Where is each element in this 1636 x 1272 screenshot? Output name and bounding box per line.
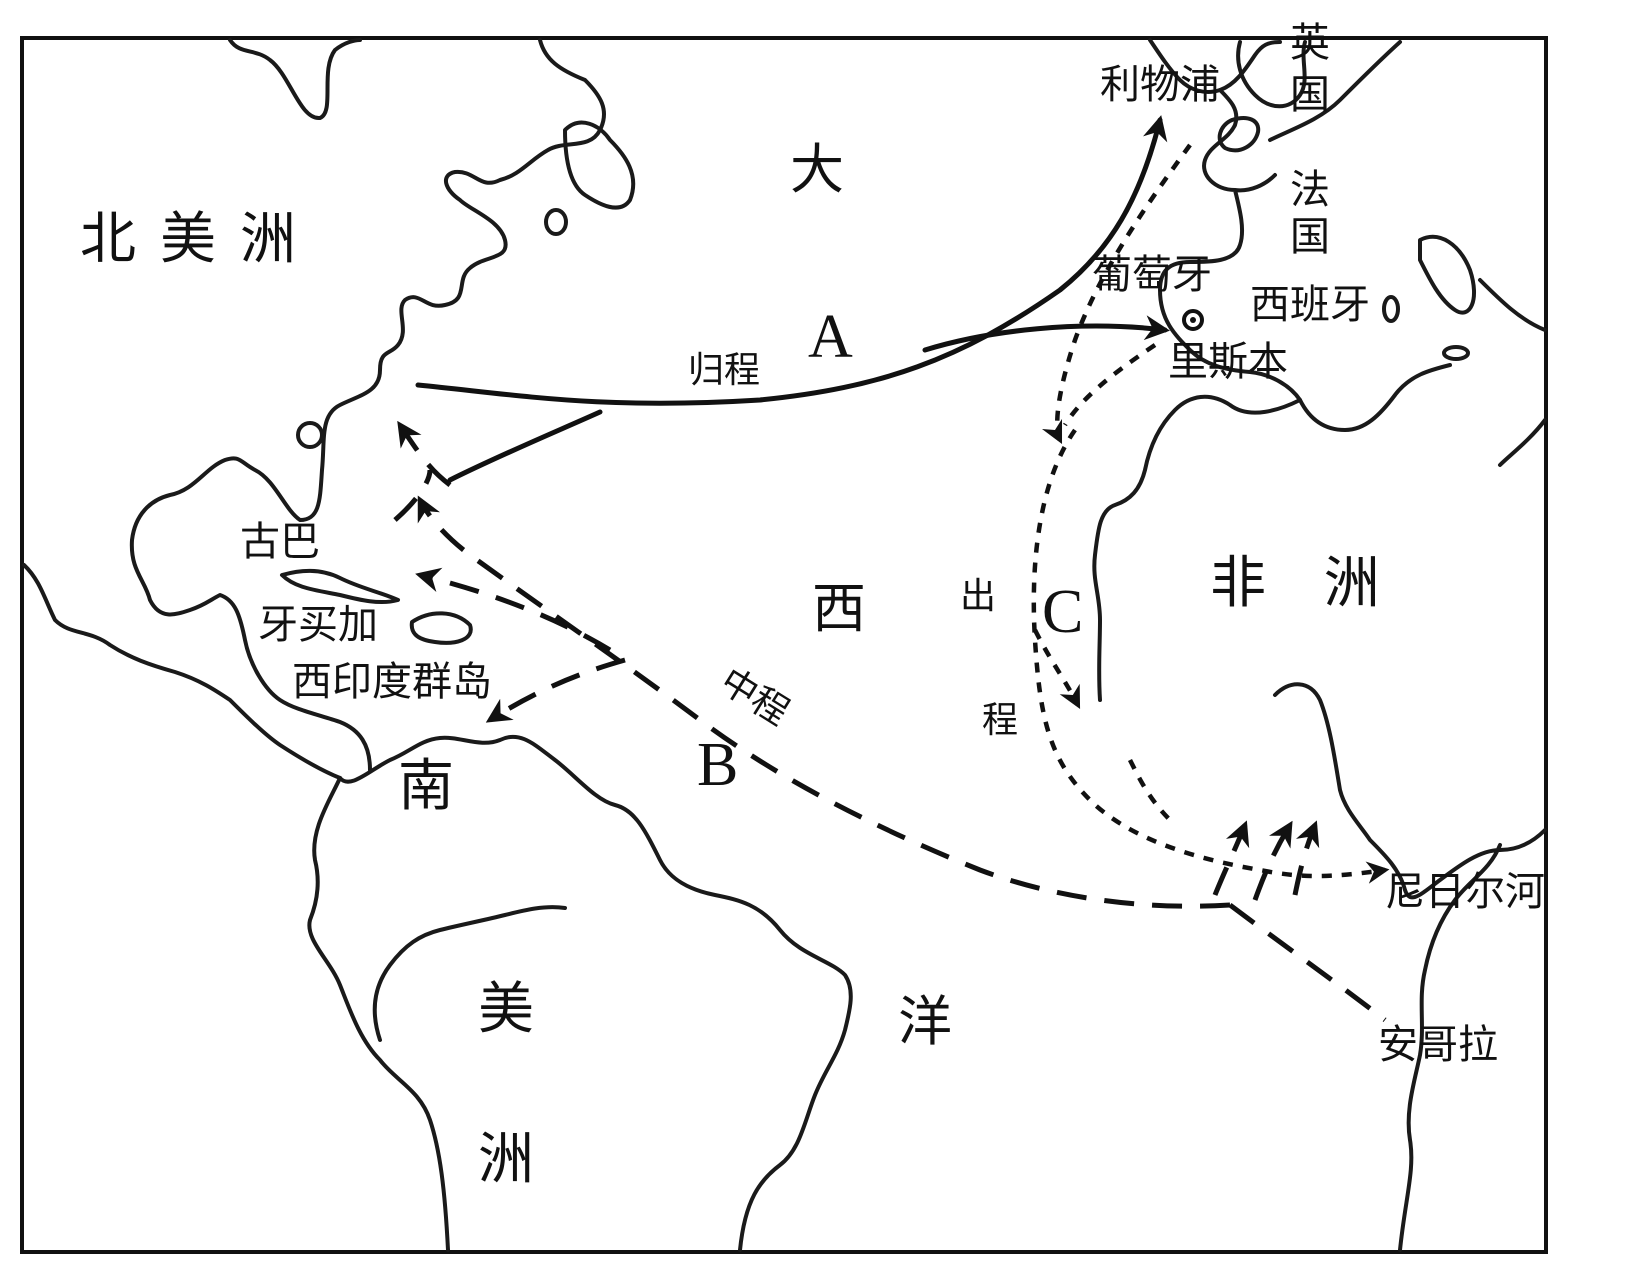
route-b-main <box>417 495 1231 909</box>
route-b-cuba-arrow <box>415 567 612 653</box>
label-jamaica: 牙买加 <box>258 602 378 648</box>
label-ocean-da: 大 <box>790 138 844 201</box>
island-corsica <box>1382 295 1400 323</box>
route-b-to-north <box>393 469 433 522</box>
label-liverpool: 利物浦 <box>1100 62 1220 108</box>
label-north-america: 北美洲 <box>80 207 320 272</box>
label-spain: 西班牙 <box>1250 282 1370 328</box>
label-portugal: 葡萄牙 <box>1092 252 1212 298</box>
route-b-origin-arrow-1 <box>1212 820 1250 896</box>
route-a-name: 归程 <box>688 350 760 391</box>
label-africa: 非 洲 <box>1210 551 1400 616</box>
lisbon-marker-dot <box>1190 317 1196 323</box>
route-c-letter: C <box>1042 578 1083 646</box>
island-newfoundland <box>563 120 636 210</box>
island-sardinia <box>1442 345 1470 361</box>
route-c-lisbon-down <box>1063 343 1157 427</box>
route-b-origin-arrow-3 <box>1292 820 1320 896</box>
label-france-2: 国 <box>1290 214 1330 260</box>
label-ocean-xi: 西 <box>812 577 866 640</box>
route-c-arrow-down <box>1032 628 1081 709</box>
north-america-coast <box>129 38 606 772</box>
label-niger-river: 尼日尔河 <box>1385 869 1545 915</box>
map-frame <box>20 36 1548 1254</box>
label-lisbon: 里斯本 <box>1168 339 1288 385</box>
route-b-origin-arrow-2 <box>1252 820 1293 901</box>
italy-coast <box>1418 234 1476 315</box>
south-america-inner <box>372 905 567 1042</box>
route-a-letter: A <box>808 303 853 371</box>
europe-coast <box>1148 38 1452 432</box>
south-america-coast <box>307 734 853 1252</box>
mediterranean-north <box>1478 278 1547 332</box>
route-a-lisbon-branch <box>922 315 1170 353</box>
route-c-name-2: 程 <box>982 700 1018 741</box>
route-c-name-1: 出 <box>960 576 996 617</box>
west-coast-central-america <box>22 563 342 780</box>
island-small <box>544 208 568 236</box>
label-south-america-3: 洲 <box>478 1127 534 1192</box>
label-south-america-1: 南 <box>398 754 454 819</box>
route-b-angola <box>1228 902 1387 1022</box>
label-angola: 安哥拉 <box>1378 1022 1498 1068</box>
route-c-lower-loop <box>1127 758 1172 822</box>
route-b-westindies-arrow <box>485 657 626 723</box>
label-france-1: 法 <box>1290 167 1330 213</box>
britain-coast <box>1217 40 1307 153</box>
label-ocean-yang: 洋 <box>898 990 952 1053</box>
lisbon-marker <box>1182 309 1204 331</box>
label-britain-1: 英 <box>1290 20 1330 66</box>
route-a-cuba-branch <box>447 409 603 483</box>
island-cuba <box>280 568 400 605</box>
label-south-america-2: 美 <box>478 977 534 1042</box>
island-bermuda <box>296 421 324 449</box>
route-b-name: 中程 <box>713 661 796 734</box>
route-c-liverpool-down <box>1041 143 1192 445</box>
route-b-upper-arrow <box>397 420 452 487</box>
label-west-indies: 西印度群岛 <box>292 659 492 705</box>
africa-coast <box>1092 394 1547 1252</box>
route-b-letter: B <box>697 731 738 799</box>
route-a-main <box>415 115 1168 406</box>
label-britain-2: 国 <box>1290 72 1330 118</box>
label-cuba: 古巴 <box>240 519 320 565</box>
route-c-main <box>1031 428 1390 884</box>
island-hispaniola <box>409 611 473 645</box>
